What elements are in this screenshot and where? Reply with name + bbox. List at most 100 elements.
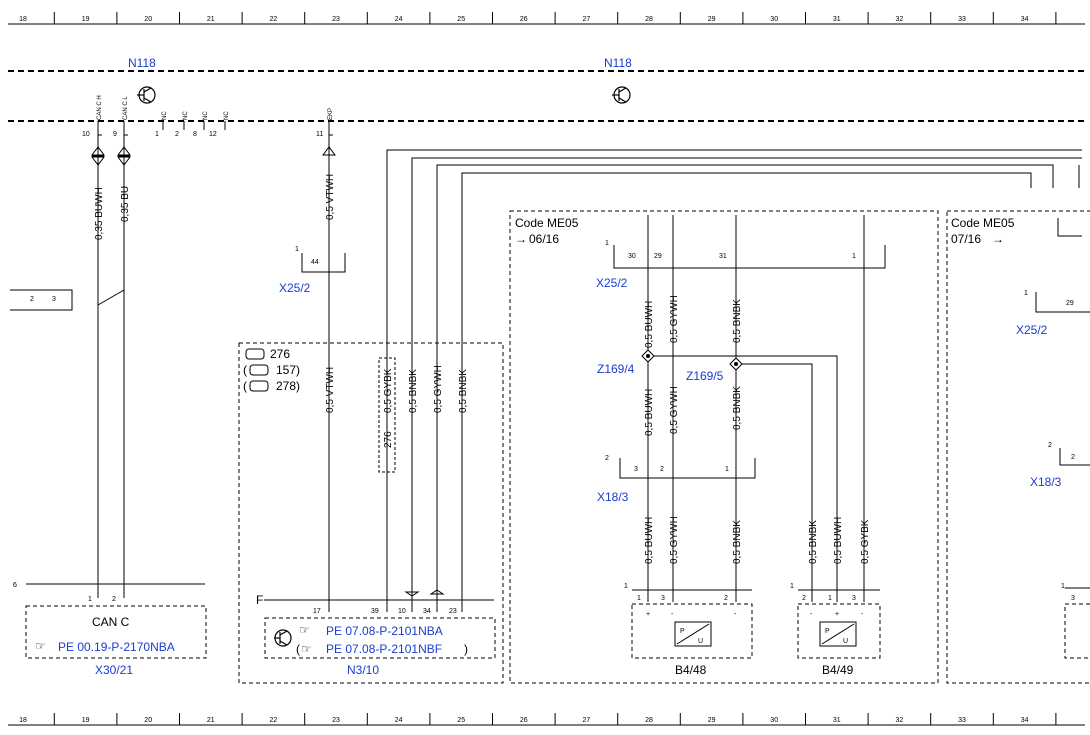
engine-code: 276 [383, 431, 394, 448]
wire-label: 0,5 GYWH [669, 295, 680, 343]
wire-label: 0,5 BNBK [808, 520, 819, 564]
b4-48-component [631, 589, 753, 659]
paren: ) [296, 379, 300, 393]
connector-number: 1 [605, 240, 609, 247]
column-number: 33 [958, 717, 966, 724]
arrow-right-icon: → [992, 232, 1004, 246]
connector-name: X25/2 [1016, 323, 1048, 337]
splice-icon [641, 349, 655, 363]
b4-49-component [797, 589, 881, 659]
pin-number: 1 [88, 596, 92, 603]
column-number: 20 [144, 16, 152, 23]
pin-number: 10 [398, 608, 406, 615]
component-letter: F [256, 593, 263, 607]
column-number: 28 [645, 717, 653, 724]
can-wires [97, 135, 125, 598]
routed-wires [386, 149, 1082, 612]
column-number: 22 [270, 16, 278, 23]
column-number: 23 [332, 717, 340, 724]
column-number: 29 [708, 16, 716, 23]
engine-icon [249, 380, 269, 392]
splice-label: Z169/4 [597, 362, 635, 376]
doc-reference-link[interactable]: PE 07.08-P-2101NBF [326, 642, 442, 656]
splice-icon [729, 357, 743, 371]
code-block-ref: 07/16 [951, 232, 981, 246]
wire-label: 0,5 BNBK [732, 299, 743, 343]
sensor-label-p: P [680, 628, 685, 635]
pin-number: 2 [660, 466, 664, 473]
n118-pin-stubs [97, 121, 333, 136]
pin-number: 23 [449, 608, 457, 615]
pin-number: 3 [852, 595, 856, 602]
code-me05-region-b [946, 210, 1090, 684]
hand-pointer-icon: ☞ [35, 639, 46, 653]
pin-number: 17 [313, 608, 321, 615]
pin-number: 3 [661, 595, 665, 602]
connector-name: X18/3 [1030, 475, 1062, 489]
wire-label: 0,5 BNBK [732, 386, 743, 430]
engine-icon [249, 364, 269, 376]
column-number: 27 [583, 16, 591, 23]
connector-x25-2-left [301, 253, 346, 273]
engine-code: 157 [276, 363, 296, 377]
wire-label: 0,5 BUWH [644, 517, 655, 564]
column-number: 32 [896, 717, 904, 724]
pin-number: 9 [113, 131, 117, 138]
x30-21-component [25, 583, 207, 659]
transistor-icon [612, 86, 631, 104]
column-number: 22 [270, 717, 278, 724]
pin-number: 2 [724, 595, 728, 602]
pin-number: 29 [1066, 300, 1074, 307]
component-number: 1 [1061, 583, 1065, 590]
column-number: 18 [19, 16, 27, 23]
wire-label: 0,5 VTWH [325, 367, 336, 413]
polarity-sign: - [734, 611, 737, 618]
pin-number: 44 [311, 259, 319, 266]
connector-name: X25/2 [596, 276, 628, 290]
me05-a-wires [647, 215, 865, 602]
connector-x25-2-mid [613, 245, 886, 269]
component-number: 1 [790, 583, 794, 590]
connector-name: X18/3 [597, 490, 629, 504]
connector-name: X25/2 [279, 281, 311, 295]
transistor-icon [274, 629, 292, 647]
code-block-title: Code ME05 [951, 216, 1015, 230]
pin-number: 2 [802, 595, 806, 602]
doc-reference-link[interactable]: PE 00.19-P-2170NBA [58, 640, 175, 654]
pin-number: 11 [316, 131, 323, 138]
pin-number: 31 [719, 253, 727, 260]
n3-10-component [264, 589, 496, 659]
n118-label-right: N118 [604, 56, 632, 70]
paren: ( [243, 363, 247, 377]
n118-module [8, 70, 1085, 122]
left-edge-connector [10, 289, 73, 311]
wire-label: 0,5 GYBK [860, 519, 871, 564]
wire-label: 0,5 GYWH [669, 516, 680, 564]
column-number: 19 [82, 16, 90, 23]
pin-number: 30 [628, 253, 636, 260]
engine-code: 276 [270, 347, 290, 361]
column-number: 28 [645, 16, 653, 23]
wire-label: 0,5 BNBK [458, 369, 469, 413]
splice-label: Z169/5 [686, 369, 724, 383]
component-name: B4/49 [822, 663, 854, 677]
doc-reference-link[interactable]: PE 07.08-P-2101NBA [326, 624, 443, 638]
pin-number: 29 [654, 253, 662, 260]
polarity-sign: + [835, 611, 839, 618]
wire-label: 0,5 GYBK [383, 368, 394, 413]
column-number: 21 [207, 16, 215, 23]
sensor-label-u: U [698, 638, 703, 645]
wire-label: 0,5 BUWH [644, 389, 655, 436]
double-arrow-icon [91, 146, 105, 166]
pin-number: 8 [193, 131, 197, 138]
polarity-sign: + [646, 611, 650, 618]
pin-number: 2 [30, 296, 34, 303]
connector-number: 2 [605, 455, 609, 462]
pin-number: 1 [155, 131, 159, 138]
polarity-sign: - [861, 611, 864, 618]
engine-icon [245, 348, 265, 360]
arrow-up-icon [322, 146, 336, 156]
connector-x18-3-mid [619, 458, 756, 479]
column-number: 23 [332, 16, 340, 23]
